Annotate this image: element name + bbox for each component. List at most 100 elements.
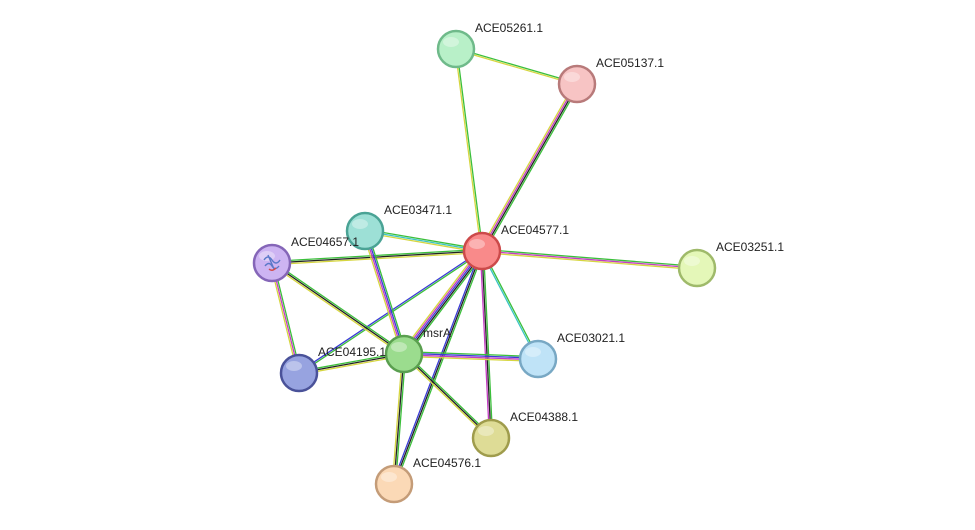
- node-ACE05137.1[interactable]: ACE05137.1: [557, 56, 664, 104]
- node-ACE04195.1[interactable]: ACE04195.1: [279, 345, 386, 393]
- node-circle[interactable]: [557, 64, 597, 104]
- node-ACE03251.1[interactable]: ACE03251.1: [677, 240, 784, 288]
- edge-evidence-line: [480, 82, 577, 252]
- edge-evidence-line: [402, 249, 482, 354]
- edge-evidence-line: [393, 250, 483, 485]
- node-highlight: [381, 472, 397, 482]
- edge-evidence-line: [270, 263, 404, 356]
- node-label: ACE04388.1: [510, 410, 578, 424]
- edge-evidence-line: [481, 248, 698, 268]
- node-label: ACE04657.1: [291, 235, 359, 249]
- node-circle[interactable]: [279, 353, 319, 393]
- edge-ACE04577.1-ACE04576.1[interactable]: [391, 249, 485, 486]
- edge-evidence-line: [363, 230, 404, 355]
- edge-evidence-line: [404, 251, 484, 356]
- edge-evidence-line: [481, 251, 698, 271]
- node-circle[interactable]: [374, 464, 414, 504]
- edge-evidence-line: [271, 250, 483, 264]
- protein-structure-icon: [263, 254, 281, 271]
- edge-evidence-line: [479, 250, 491, 439]
- edge-evidence-line: [391, 249, 482, 485]
- edge-evidence-line: [456, 48, 484, 252]
- edge-msrA-ACE04576.1[interactable]: [391, 353, 407, 485]
- edge-evidence-line: [403, 250, 483, 355]
- edge-ACE04577.1-msrA[interactable]: [400, 248, 486, 357]
- node-label: ACE03471.1: [384, 203, 452, 217]
- edge-evidence-line: [481, 250, 492, 439]
- node-circle[interactable]: [384, 334, 424, 374]
- edge-evidence-line: [362, 231, 403, 356]
- edge-evidence-line: [403, 350, 539, 358]
- edge-evidence-line: [403, 355, 539, 363]
- node-highlight: [391, 342, 407, 352]
- node-ACE04577.1[interactable]: ACE04577.1: [462, 223, 569, 271]
- edge-evidence-line: [455, 47, 578, 84]
- edge-evidence-line: [394, 353, 407, 485]
- node-highlight: [564, 72, 580, 82]
- edge-evidence-line: [402, 354, 491, 440]
- edge-evidence-line: [364, 231, 483, 254]
- node-ACE03471.1[interactable]: ACE03471.1: [345, 203, 452, 251]
- edge-evidence-line: [482, 249, 540, 360]
- node-highlight: [443, 37, 459, 47]
- edge-evidence-line: [271, 251, 483, 266]
- node-circle[interactable]: [518, 339, 558, 379]
- node-ACE03021.1[interactable]: ACE03021.1: [518, 331, 625, 379]
- edge-ACE04577.1-ACE04388.1[interactable]: [479, 250, 494, 439]
- edge-evidence-line: [482, 83, 579, 253]
- edge-evidence-line: [481, 250, 698, 269]
- node-msrA[interactable]: msrA: [384, 326, 451, 374]
- edge-ACE04577.1-ACE03251.1[interactable]: [481, 248, 698, 271]
- edge-evidence-line: [364, 230, 483, 252]
- edge-ACE05261.1-ACE04577.1[interactable]: [454, 48, 484, 252]
- edge-msrA-ACE04388.1[interactable]: [402, 352, 493, 440]
- edge-evidence-line: [391, 353, 404, 485]
- edge-ACE03471.1-ACE04577.1[interactable]: [364, 228, 483, 254]
- edge-evidence-line: [271, 262, 405, 355]
- node-ACE04388.1[interactable]: ACE04388.1: [471, 410, 578, 458]
- node-label: ACE03251.1: [716, 240, 784, 254]
- edge-evidence-line: [366, 229, 407, 354]
- edge-evidence-line: [393, 353, 405, 485]
- edge-evidence-line: [271, 248, 483, 263]
- node-circle[interactable]: [436, 29, 476, 69]
- node-layer: ACE05261.1ACE05137.1ACE03471.1ACE04577.1…: [252, 21, 784, 504]
- node-highlight: [478, 426, 494, 436]
- edge-evidence-line: [298, 251, 484, 375]
- edge-evidence-line: [479, 82, 576, 251]
- edge-evidence-line: [403, 353, 492, 439]
- node-highlight: [525, 347, 541, 357]
- node-circle[interactable]: [677, 248, 717, 288]
- node-ACE04657.1[interactable]: ACE04657.1: [252, 235, 359, 283]
- edge-evidence-line: [405, 252, 486, 357]
- edge-ACE04657.1-msrA[interactable]: [270, 261, 406, 356]
- edge-ACE04577.1-ACE03021.1[interactable]: [480, 249, 540, 361]
- node-highlight: [684, 256, 700, 266]
- edge-ACE03471.1-msrA[interactable]: [362, 229, 407, 356]
- edge-evidence-line: [404, 352, 493, 438]
- node-label: ACE03021.1: [557, 331, 625, 345]
- edge-ACE05137.1-ACE04577.1[interactable]: [479, 82, 580, 253]
- node-highlight: [469, 239, 485, 249]
- edge-layer: [269, 47, 698, 486]
- edge-evidence-line: [483, 84, 580, 253]
- edge-evidence-line: [480, 250, 538, 361]
- edge-ACE04657.1-ACE04577.1[interactable]: [271, 248, 483, 266]
- edge-evidence-line: [365, 230, 406, 355]
- edge-evidence-line: [394, 250, 485, 486]
- node-circle[interactable]: [345, 211, 385, 251]
- edge-msrA-ACE03021.1[interactable]: [403, 350, 539, 363]
- edge-ACE05261.1-ACE05137.1[interactable]: [455, 47, 578, 86]
- node-label: ACE04577.1: [501, 223, 569, 237]
- edge-evidence-line: [400, 248, 481, 353]
- node-ACE05261.1[interactable]: ACE05261.1: [436, 21, 543, 69]
- node-label: ACE05137.1: [596, 56, 664, 70]
- node-ACE04576.1[interactable]: ACE04576.1: [374, 456, 481, 504]
- edge-evidence-line: [403, 352, 539, 359]
- node-circle[interactable]: [462, 231, 502, 271]
- node-circle[interactable]: [471, 418, 511, 458]
- edge-evidence-line: [455, 49, 578, 86]
- node-highlight: [352, 219, 368, 229]
